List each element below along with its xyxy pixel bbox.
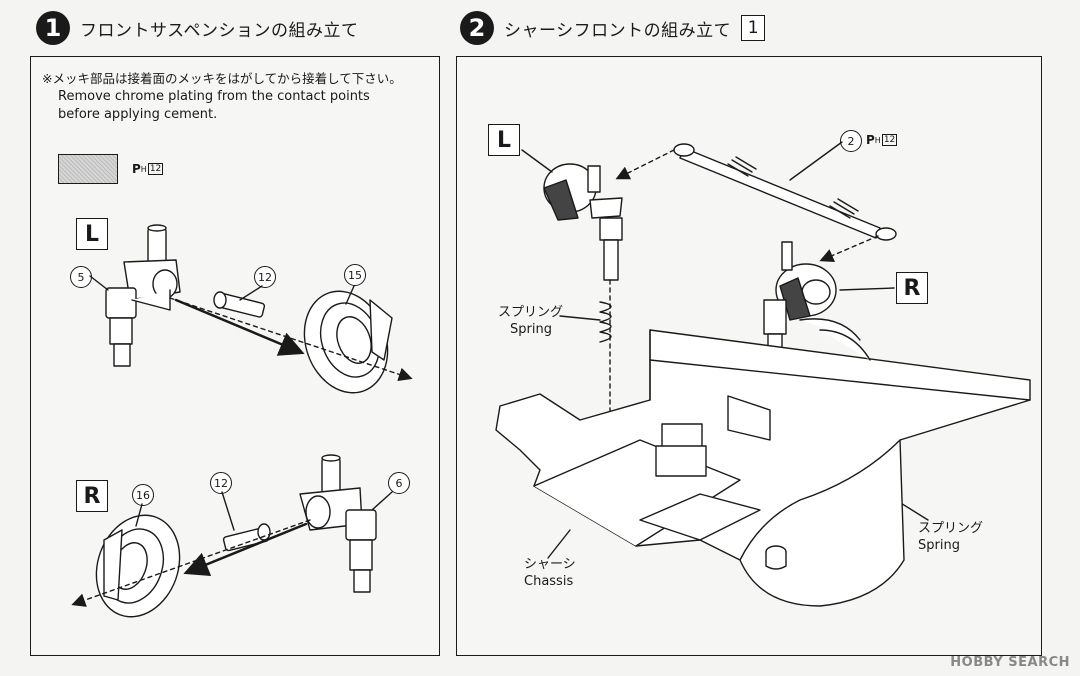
knuckle-part-5	[105, 224, 181, 367]
step1-left-tag: L	[76, 218, 108, 250]
chassis	[495, 318, 1031, 607]
knuckle-part-6	[299, 454, 377, 593]
step2-part-ref: P H 12	[866, 133, 898, 147]
step2-left-tag: L	[488, 124, 520, 156]
pin-part-12-right	[222, 523, 271, 552]
note-en-2: before applying cement.	[58, 107, 218, 122]
leader-R-step2	[839, 287, 895, 291]
leader-5	[89, 275, 109, 291]
knuckle-left-step2	[543, 163, 623, 281]
step1-number: 1	[36, 11, 70, 45]
leader-12-right	[221, 491, 235, 531]
note-jp: ※メッキ部品は接着面のメッキをはがしてから接着して下さい。	[42, 71, 402, 86]
callout-6: 6	[388, 472, 410, 494]
wheel-hub-part-16	[95, 514, 181, 618]
step2-title: シャーシフロントの組み立て	[504, 20, 732, 41]
note-en-1: Remove chrome plating from the contact p…	[58, 89, 370, 104]
callout-12-right: 12	[210, 472, 232, 494]
wheel-hub-part-15	[303, 290, 393, 394]
leader-L-step2	[521, 149, 553, 173]
assembly-arrow-left-2	[174, 298, 305, 356]
leader-chassis	[547, 529, 571, 559]
leader-16	[135, 503, 143, 527]
plating-legend-swatch	[58, 154, 118, 184]
spring-label-right: スプリング Spring	[918, 521, 984, 553]
step2-number: 2	[460, 11, 494, 45]
callout-12-left: 12	[254, 266, 276, 288]
assembly-arrow-right-1	[71, 519, 311, 607]
leader-12-left	[239, 285, 263, 301]
leader-15	[345, 285, 355, 305]
spring-left	[599, 301, 612, 343]
assembly-arrow-right-2	[183, 522, 308, 577]
watermark: HOBBY SEARCH	[950, 655, 1070, 670]
legend-part-ref: P H 12	[132, 162, 164, 176]
assembly-arrow-left-1	[169, 297, 413, 382]
spring-label-left: スプリング Spring	[498, 305, 564, 337]
tie-rod-part-2	[673, 143, 897, 241]
step1-right-tag: R	[76, 480, 108, 512]
leader-spring-left	[559, 315, 601, 321]
step1-note: ※メッキ部品は接着面のメッキをはがしてから接着して下さい。 Remove chr…	[42, 70, 437, 124]
leader-6	[371, 491, 393, 511]
leader-2	[789, 141, 843, 181]
rod-arrow-left	[615, 149, 675, 180]
callout-16: 16	[132, 484, 154, 506]
step2-right-tag: R	[896, 272, 928, 304]
callout-15: 15	[344, 264, 366, 286]
step1-title: フロントサスペンションの組み立て	[80, 20, 359, 41]
rod-arrow-right	[819, 235, 879, 263]
step2-header: 2 シャーシフロントの組み立て 1	[460, 8, 766, 48]
chassis-label: シャーシ Chassis	[524, 557, 576, 589]
callout-2: 2	[840, 130, 862, 152]
step1-header: 1 フロントサスペンションの組み立て	[36, 8, 358, 48]
pin-part-12-left	[213, 291, 266, 318]
step2-sub-number: 1	[741, 15, 766, 41]
